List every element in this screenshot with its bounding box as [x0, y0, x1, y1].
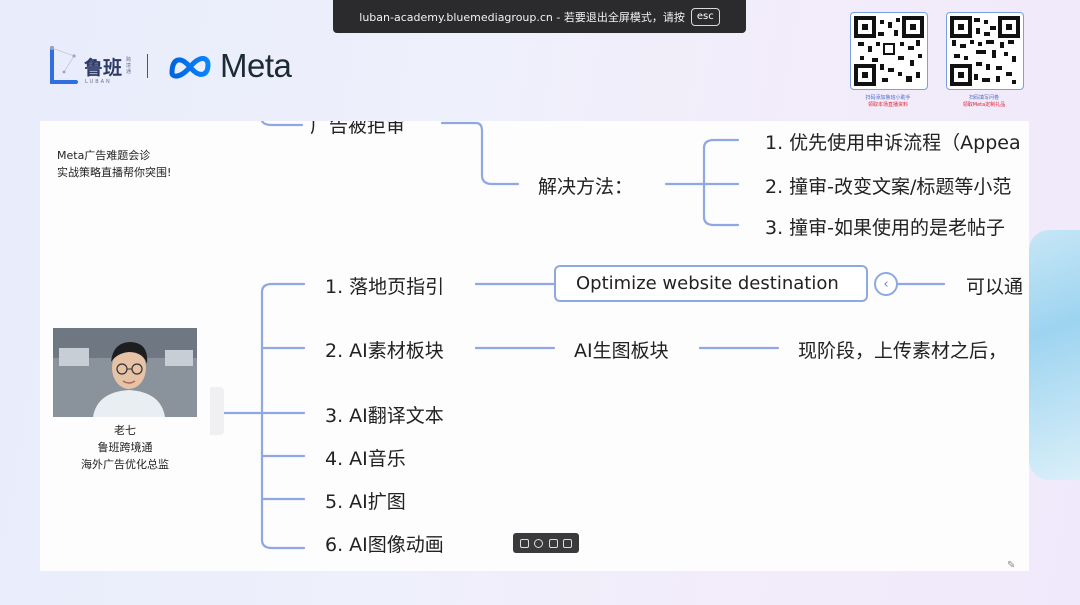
presenter-caption: 老七 鲁班跨境通 海外广告优化总监	[40, 422, 210, 473]
qr-caption-line: 领取Meta定制礼品	[962, 102, 1006, 108]
mindmap-node-item-4[interactable]: 4. AI音乐	[325, 448, 406, 470]
mindmap-node-item-1[interactable]: 1. 落地页指引	[325, 276, 445, 298]
mindmap-node-item-2[interactable]: 2. AI素材板块	[325, 340, 444, 362]
brand-header: 鲁班 跨 境 通 LUBAN Meta	[44, 44, 292, 88]
mindmap-mini-toolbar[interactable]	[513, 533, 579, 553]
luban-sub-char: 跨	[126, 57, 132, 63]
slide-event-title: Meta广告难题会诊 实战策略直播帮你突围!	[57, 147, 171, 181]
presenter-role: 海外广告优化总监	[81, 458, 169, 471]
presenter-org: 鲁班跨境通	[97, 441, 153, 454]
toolbar-icon[interactable]	[534, 538, 544, 548]
mindmap-node-optimize-note[interactable]: 可以通	[966, 276, 1024, 298]
luban-sub-char: 境	[126, 63, 132, 69]
mindmap-node-ai-gen-note[interactable]: 现阶段，上传素材之后，	[798, 340, 1008, 362]
chevron-left-icon: ‹	[883, 276, 889, 292]
fullscreen-banner-text: luban-academy.bluemediagroup.cn - 若要退出全屏…	[359, 10, 685, 24]
mindmap-node-rejected[interactable]: 广告被拒审	[310, 121, 406, 137]
mindmap-node-ai-gen[interactable]: AI生图板块	[574, 340, 669, 362]
slide-title-line: 实战策略直播帮你突围!	[57, 166, 172, 179]
mindmap-node-item-5[interactable]: 5. AI扩图	[325, 491, 406, 513]
luban-name: 鲁班	[84, 56, 123, 79]
mindmap-node-solution-3[interactable]: 3. 撞审-如果使用的是老帖子	[765, 217, 1006, 239]
qr-code-survey	[946, 12, 1024, 90]
luban-logo-icon	[50, 46, 78, 84]
qr-pattern-icon	[854, 16, 924, 86]
brand-divider	[147, 54, 149, 78]
mindmap-node-optimize[interactable]: Optimize website destination	[554, 265, 868, 302]
meta-infinity-icon	[169, 56, 211, 79]
presenter-image	[53, 328, 197, 417]
presenter-video[interactable]	[53, 328, 197, 417]
presenter-name: 老七	[114, 424, 136, 437]
fullscreen-banner: luban-academy.bluemediagroup.cn - 若要退出全屏…	[333, 0, 746, 33]
mindmap-connectors	[222, 121, 946, 550]
edit-pen-icon[interactable]: ✎	[1007, 560, 1016, 571]
qr-pattern-icon	[950, 16, 1020, 86]
presentation-slide: Meta广告难题会诊 实战策略直播帮你突围! 老七 鲁班跨境通 海外广告优化总监…	[40, 121, 1029, 571]
mindmap-node-solution[interactable]: 解决方法：	[538, 176, 634, 198]
qr-caption-line: 领取本场直播资料	[867, 102, 908, 108]
qr-code-assistant	[850, 12, 928, 90]
meta-wordmark: Meta	[220, 47, 292, 84]
qr-caption-survey: 扫码填写问卷 领取Meta定制礼品	[939, 95, 1029, 109]
mindmap-node-solution-2[interactable]: 2. 撞审-改变文案/标题等小范	[765, 176, 1012, 198]
toolbar-icon[interactable]	[519, 538, 529, 548]
qr-caption-line: 扫码填写问卷	[968, 95, 999, 101]
panel-collapse-handle[interactable]	[210, 387, 224, 435]
qr-caption-assistant: 扫码添加鲁班小助手 领取本场直播资料	[843, 95, 933, 109]
mindmap-node-solution-1[interactable]: 1. 优先使用申诉流程（Appea	[765, 132, 1021, 154]
luban-sub-char: 通	[126, 69, 132, 75]
decorative-glass-shape	[1029, 230, 1080, 480]
esc-key[interactable]: esc	[690, 7, 720, 26]
luban-subtitle: 跨 境 通	[126, 57, 131, 75]
mindmap-node-item-6[interactable]: 6. AI图像动画	[325, 534, 444, 556]
toolbar-icon[interactable]	[548, 538, 558, 548]
slide-title-line: Meta广告难题会诊	[57, 149, 151, 162]
toolbar-icon[interactable]	[563, 538, 573, 548]
collapse-node-button[interactable]: ‹	[874, 272, 898, 296]
luban-en: LUBAN	[85, 79, 112, 85]
mindmap-node-item-3[interactable]: 3. AI翻译文本	[325, 405, 444, 427]
qr-caption-line: 扫码添加鲁班小助手	[865, 95, 911, 101]
